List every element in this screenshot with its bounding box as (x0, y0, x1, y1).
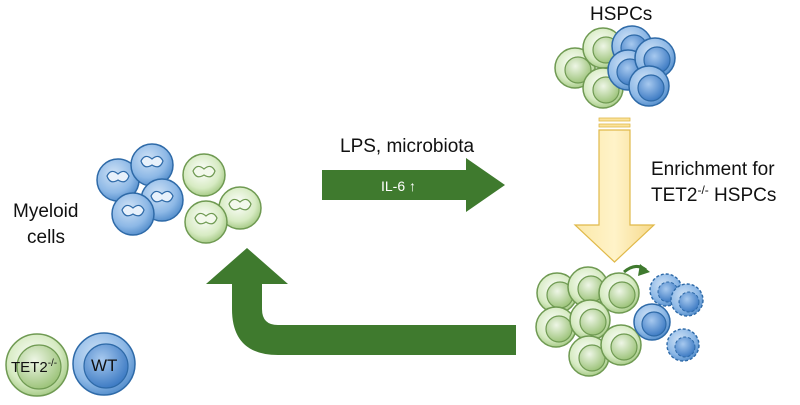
myeloid-label-line1: Myeloid (13, 201, 78, 222)
feedback-arrow (206, 248, 516, 355)
tet2-hspc-cell (600, 324, 642, 366)
tet2-myeloid-cell (184, 200, 228, 244)
tet2-hspc-cell (598, 272, 640, 314)
wt-myeloid-cell (96, 158, 140, 202)
wt-hspc-cell-depleted (670, 283, 704, 317)
legend-wt-swatch: WT (72, 332, 136, 396)
myeloid-cluster (96, 143, 262, 244)
enrichment-arrow (573, 117, 656, 263)
tet2-myeloid-cell (182, 153, 226, 197)
enrichment-label-line1: Enrichment for (651, 159, 775, 180)
il6-label: IL-6 ↑ (381, 178, 416, 194)
wt-hspc-cell (633, 303, 671, 341)
myeloid-label-line2: cells (27, 227, 65, 248)
self-renewal-arrow-icon (623, 264, 650, 276)
lps-microbiota-label: LPS, microbiota (340, 136, 475, 157)
hspcs-label: HSPCs (590, 4, 652, 25)
wt-myeloid-cell (111, 192, 155, 236)
enrichment-label-line2: TET2-/- HSPCs (651, 183, 776, 206)
lps-arrow (322, 158, 505, 212)
tet2-hspc-cell (569, 299, 611, 341)
wt-hspc-cell (628, 65, 670, 107)
hspc-cluster (554, 25, 676, 109)
legend: TET2-/- WT (5, 332, 136, 397)
legend-tet2-label: TET2-/- (11, 358, 57, 376)
legend-wt-label: WT (91, 356, 117, 375)
tet2-hspc-cell (535, 306, 577, 348)
enriched-hspc-cluster (535, 264, 704, 377)
legend-tet2-swatch: TET2-/- (5, 333, 69, 397)
wt-hspc-cell-depleted (666, 328, 700, 362)
